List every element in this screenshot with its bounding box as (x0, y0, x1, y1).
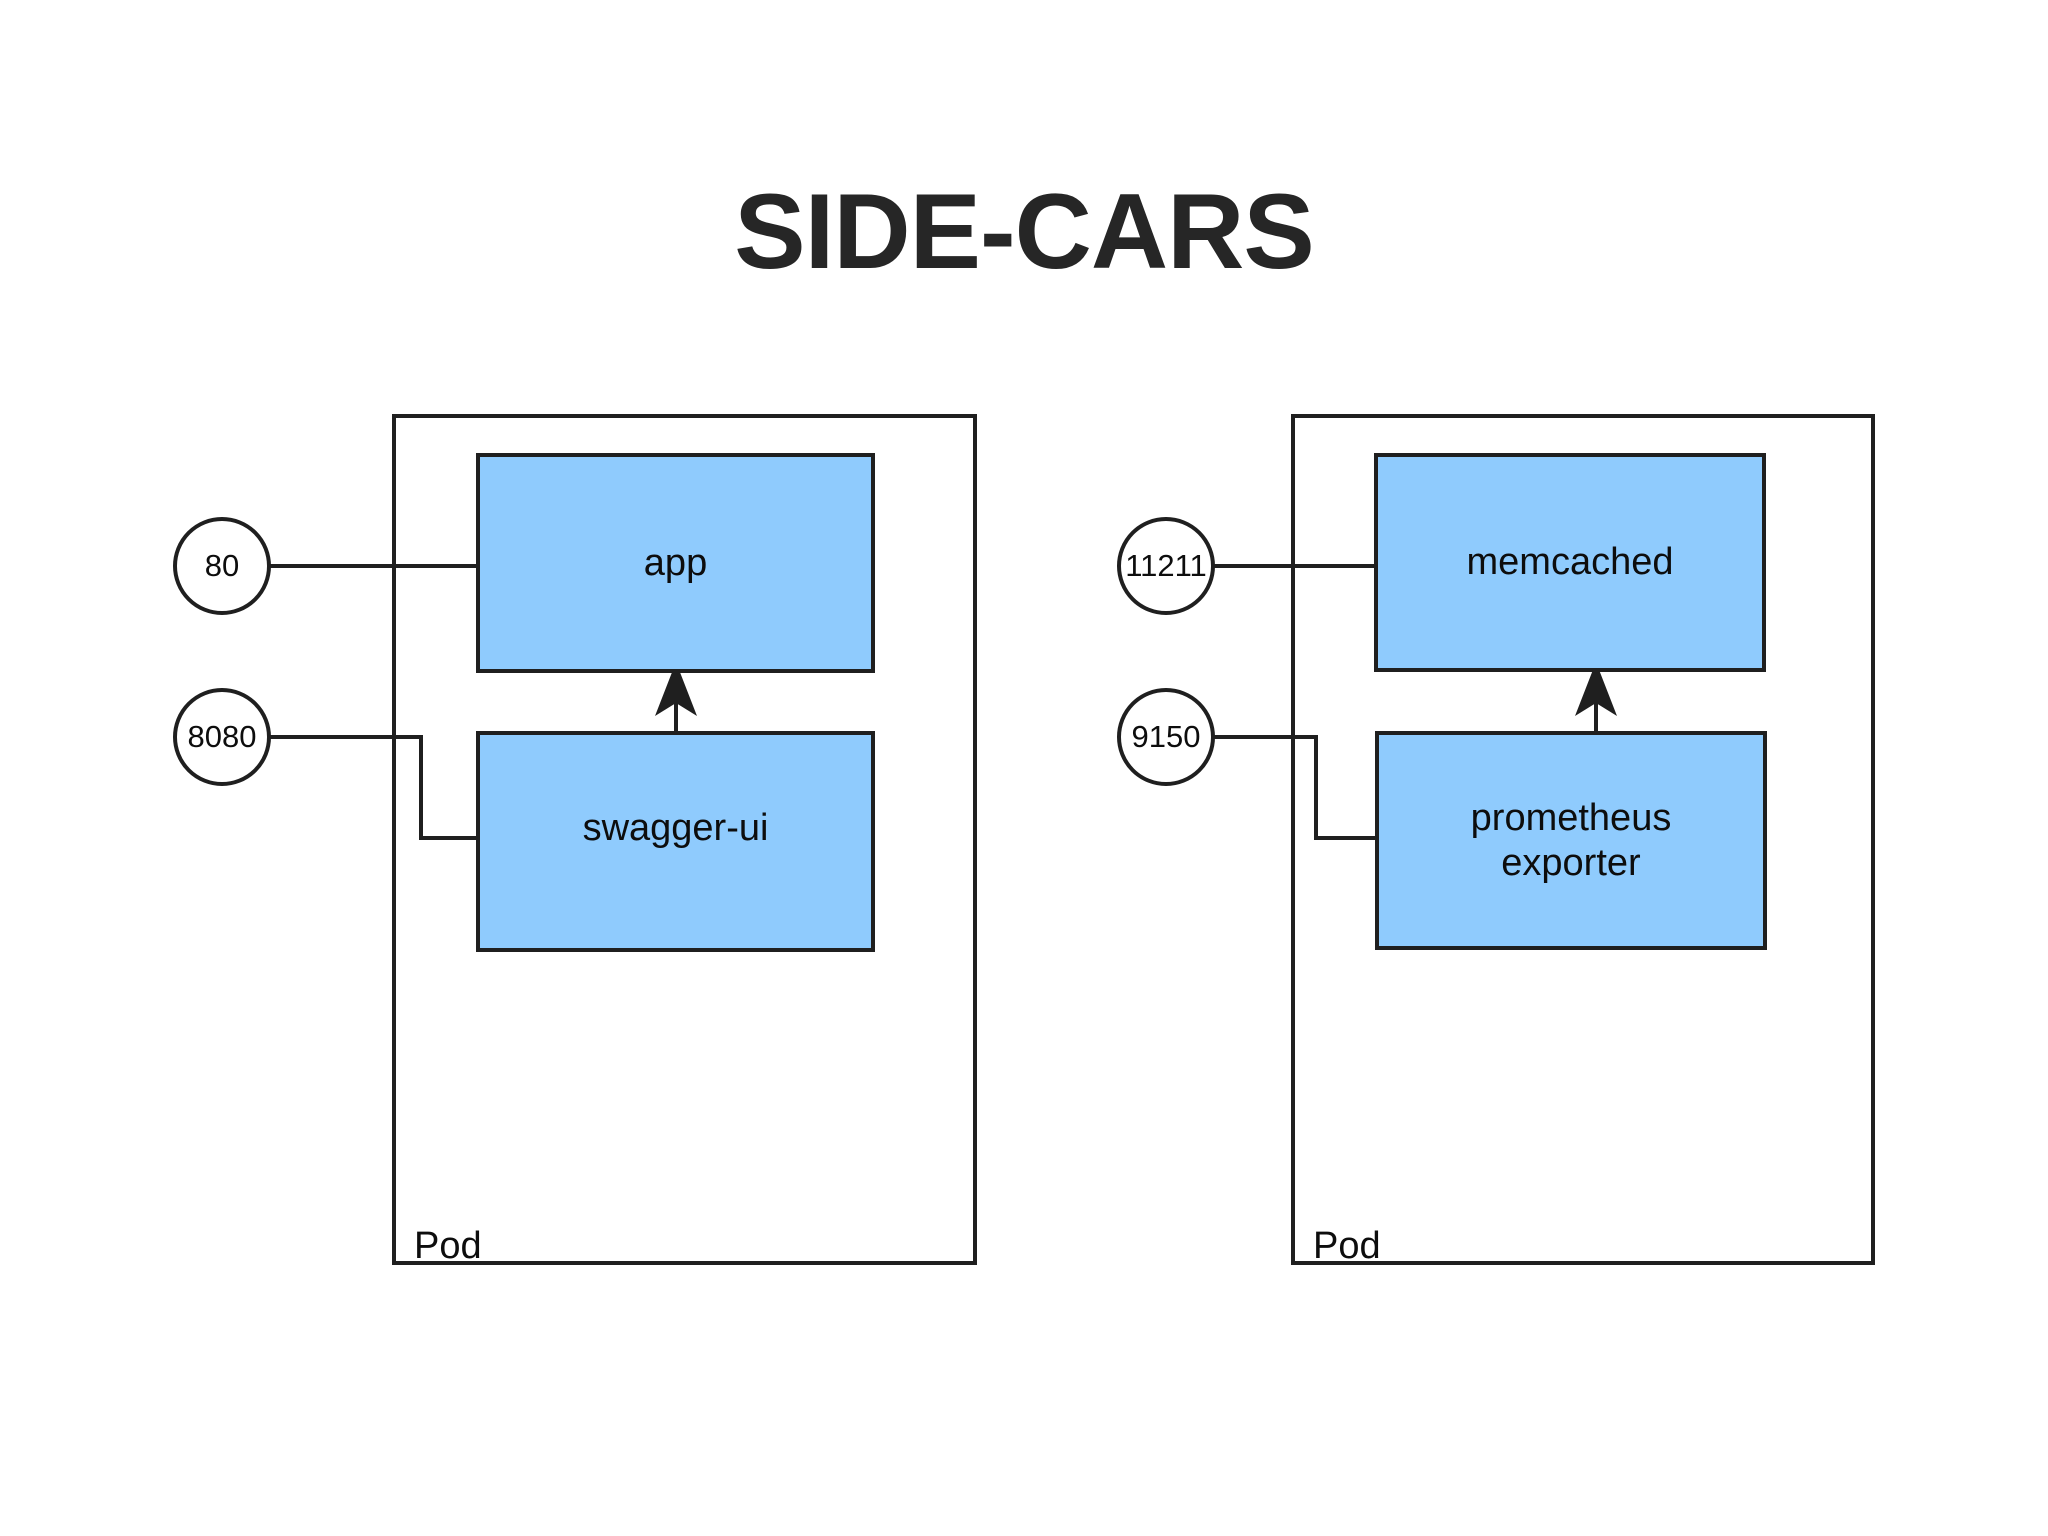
container-box-swagger-ui[interactable] (476, 731, 875, 952)
page-title: SIDE-CARS (734, 171, 1315, 291)
container-box-prometheus-exporter[interactable] (1375, 731, 1767, 950)
port-circle-11211[interactable] (1117, 517, 1215, 615)
connector-port9150-to-prometheus-exporter (1213, 735, 1377, 840)
port-circle-9150[interactable] (1117, 688, 1215, 786)
arrowhead-swagger-ui-to-app (655, 662, 697, 716)
port-circle-80[interactable] (173, 517, 271, 615)
arrowhead-prometheus-exporter-to-memcached (1575, 662, 1617, 716)
container-box-app[interactable] (476, 453, 875, 673)
port-circle-8080[interactable] (173, 688, 271, 786)
container-box-memcached[interactable] (1374, 453, 1766, 672)
connector-port8080-to-swagger-ui (269, 735, 478, 840)
